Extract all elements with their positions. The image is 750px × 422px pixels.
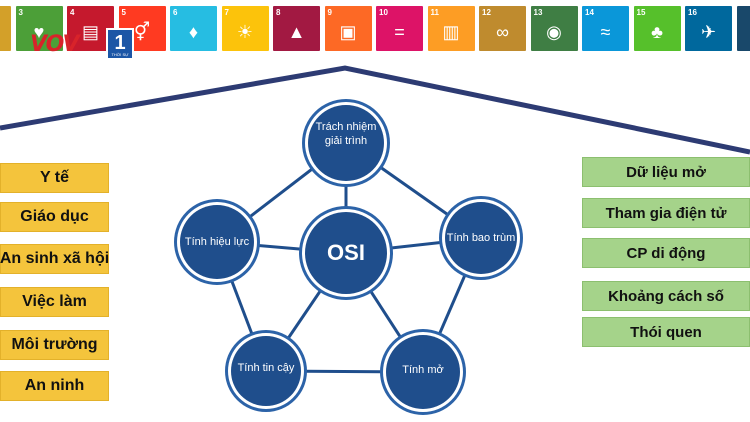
node-effectiveness bbox=[174, 199, 260, 285]
sdg-goal-tile: ✿ bbox=[736, 6, 750, 51]
cubes-icon: ▣ bbox=[339, 22, 357, 43]
sdg-goal-number: 10 bbox=[379, 8, 388, 17]
book-icon: ▤ bbox=[81, 22, 100, 43]
sdg-goal-tile: 8▲ bbox=[273, 6, 320, 51]
node-label-reliability: Tính tin cậy bbox=[237, 362, 295, 374]
node-inclusiveness bbox=[439, 196, 523, 280]
sun-icon: ☀ bbox=[236, 22, 254, 43]
left-item-box: An sinh xã hội bbox=[0, 244, 109, 274]
sdg-goal-tile: 9▣ bbox=[324, 6, 372, 51]
right-item-box: CP di động bbox=[582, 238, 750, 268]
node-openness bbox=[380, 329, 466, 415]
sdg-goal-number: 6 bbox=[173, 8, 178, 17]
sdg-goal-number: 15 bbox=[636, 8, 646, 17]
dove-icon: ✈ bbox=[700, 22, 717, 43]
node-label-accountability: Trách nhiệm giải trình bbox=[315, 121, 377, 147]
sdg-goal-tile: 6♦ bbox=[170, 6, 217, 51]
sdg-goal-tile: 11▥ bbox=[427, 6, 475, 51]
right-item-label: Tham gia điện tử bbox=[605, 204, 727, 222]
left-item-box: Y tế bbox=[0, 163, 109, 193]
left-item-box: Giáo dục bbox=[0, 202, 109, 232]
sdg-goal-number: 16 bbox=[688, 8, 697, 17]
sdg-goal-number: 12 bbox=[482, 8, 491, 17]
sdg-goal-tile: 15 ♣ bbox=[633, 6, 681, 51]
right-item-label: Dữ liệu mở bbox=[626, 163, 706, 181]
equality-icon: = bbox=[394, 22, 405, 43]
node-accountability bbox=[302, 99, 390, 187]
channel-number: 1 bbox=[114, 32, 126, 54]
sdg-goal-number: 4 bbox=[70, 8, 75, 17]
sdg-goal-number: 5 bbox=[121, 8, 126, 17]
right-item-box: Dữ liệu mở bbox=[582, 157, 750, 187]
left-item-box: Việc làm bbox=[0, 287, 109, 317]
eye-globe-icon: ◉ bbox=[546, 22, 562, 43]
sdg-goal-tile: 3♥ bbox=[15, 6, 63, 51]
left-item-label: An sinh xã hội bbox=[0, 250, 110, 267]
right-item-box: Thói quen bbox=[582, 317, 750, 347]
right-item-label: CP di động bbox=[626, 244, 706, 262]
sdg-goal-number: 7 bbox=[224, 8, 229, 17]
sdg-goal-number: 14 bbox=[585, 8, 594, 17]
fish-icon: ≈ bbox=[600, 22, 611, 43]
sdg-goal-number: 3 bbox=[18, 8, 23, 17]
right-item-box: Tham gia điện tử bbox=[582, 198, 750, 228]
right-item-box: Khoảng cách số bbox=[582, 281, 750, 311]
sdg-goal-number: 11 bbox=[430, 8, 439, 17]
sdg-goal-tile: ■ bbox=[0, 6, 11, 51]
infinity-icon: ∞ bbox=[496, 22, 509, 43]
right-item-label: Thói quen bbox=[630, 323, 702, 341]
channel-subtitle: THỜI SỰ bbox=[111, 52, 129, 57]
left-item-label: Môi trường bbox=[11, 336, 98, 353]
sdg-goal-number: 13 bbox=[533, 8, 543, 17]
left-item-label: Giáo dục bbox=[20, 208, 89, 225]
left-item-label: An ninh bbox=[24, 377, 85, 394]
city-icon: ▥ bbox=[442, 22, 460, 43]
sdg-goal-tile: 16✈ bbox=[685, 6, 732, 51]
sdg-goal-strip: ■3♥4▤5⚥6♦7☀8▲9▣10=11▥12∞13◉14≈15♣16✈✿ bbox=[0, 0, 750, 56]
water-drop-icon: ♦ bbox=[188, 22, 199, 43]
sdg-goal-tile: 10 = bbox=[376, 6, 423, 51]
gender-icon: ⚥ bbox=[133, 22, 151, 43]
center-node-label: OSI bbox=[327, 240, 365, 265]
tree-icon: ♣ bbox=[651, 22, 663, 43]
node-label-inclusiveness: Tính bao trùm bbox=[446, 232, 516, 244]
sdg-goal-tile: 14 ≈ bbox=[582, 6, 629, 51]
node-label-openness: Tính mở bbox=[402, 364, 444, 376]
sdg-goal-number: 8 bbox=[276, 8, 281, 17]
diagram-nodes bbox=[174, 99, 523, 415]
roof-line bbox=[0, 65, 750, 155]
heartbeat-icon: ♥ bbox=[33, 22, 45, 43]
sdg-goal-tile: 7☀ bbox=[221, 6, 269, 51]
center-node bbox=[299, 206, 393, 300]
sdg-goal-number: 9 bbox=[327, 8, 332, 17]
left-item-box: An ninh bbox=[0, 371, 109, 401]
node-label-effectiveness: Tính hiệu lực bbox=[184, 236, 250, 248]
sdg-goal-tile: 13◉ bbox=[530, 6, 578, 51]
vov-brand-text: VOV bbox=[30, 32, 80, 57]
sdg-goal-tile: 12 ∞ bbox=[479, 6, 526, 51]
left-item-label: Việc làm bbox=[22, 293, 87, 310]
vov1-logo: VOV 1 THỜI SỰ bbox=[30, 28, 134, 64]
channel-badge: 1 THỜI SỰ bbox=[106, 28, 134, 60]
right-item-label: Khoảng cách số bbox=[608, 287, 724, 305]
left-item-label: Y tế bbox=[39, 169, 70, 186]
growth-chart-icon: ▲ bbox=[287, 22, 306, 43]
left-item-box: Môi trường bbox=[0, 330, 109, 360]
node-reliability bbox=[225, 330, 307, 412]
